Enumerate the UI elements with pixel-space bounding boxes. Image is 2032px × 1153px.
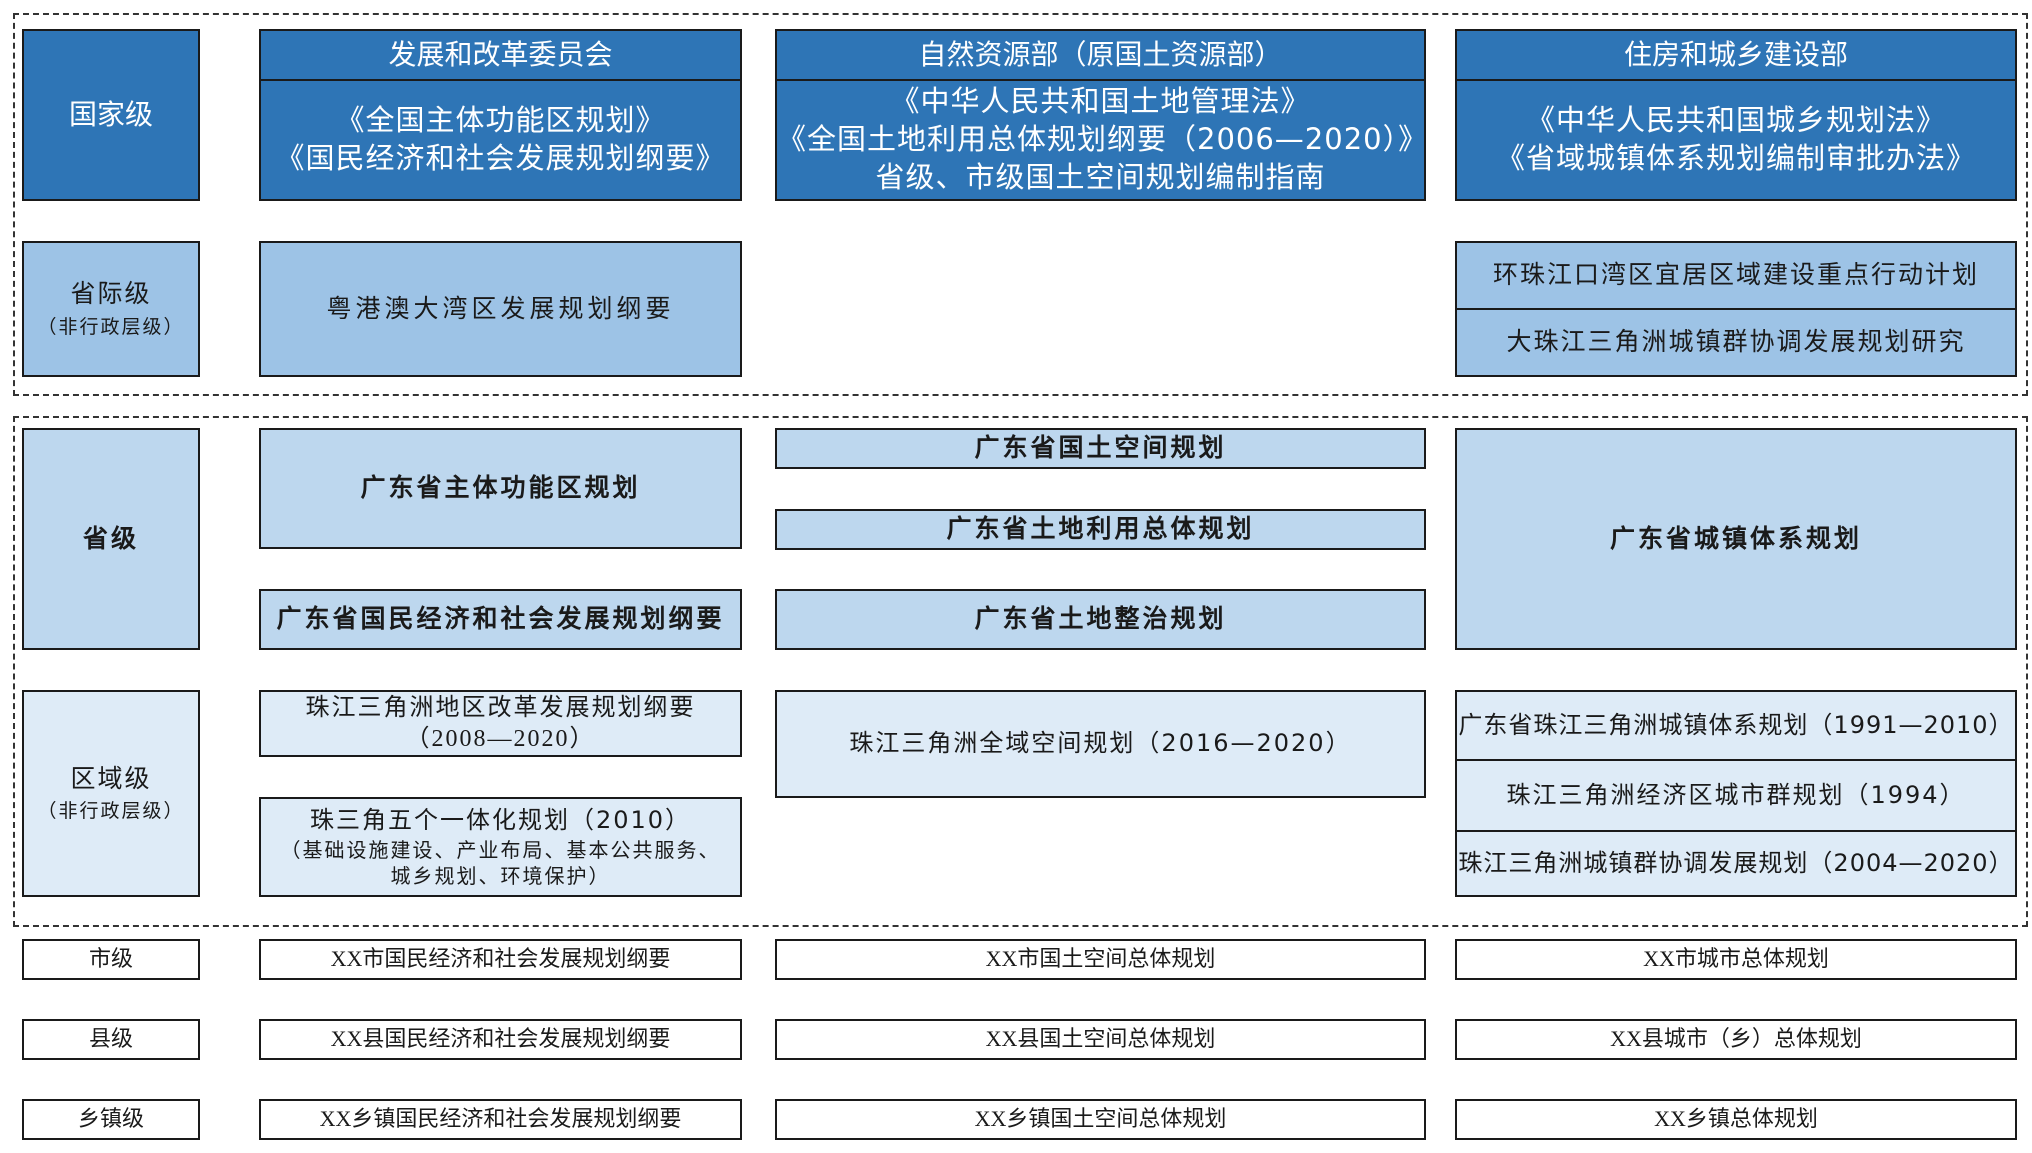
provincial-ndrc-label: 广东省主体功能区规划 <box>360 473 641 503</box>
regional-ndrc-2: 珠三角五个一体化规划（2010） （基础设施建设、产业布局、基本公共服务、 城乡… <box>259 797 742 897</box>
level-provincial-label: 省级 <box>82 523 139 553</box>
level-county-label: 县级 <box>88 1026 133 1052</box>
national-interprovincial-group <box>13 13 2028 396</box>
provincial-regional-group <box>13 416 2028 927</box>
dept-mnr-header: 自然资源部（原国土资源部） <box>777 31 1424 81</box>
level-regional-label: 区域级 <box>70 763 152 793</box>
regional-mnr: 珠江三角洲全域空间规划（2016—2020） <box>775 690 1426 798</box>
provincial-mnr-1: 广东省国土空间规划 <box>775 428 1426 469</box>
level-regional: 区域级 （非行政层级） <box>22 690 200 897</box>
provincial-mnr-3: 广东省土地整治规划 <box>775 589 1426 650</box>
level-city-label: 市级 <box>88 946 133 972</box>
national-mohurd: 住房和城乡建设部 《中华人民共和国城乡规划法》 《省域城镇体系规划编制审批办法》 <box>1455 29 2017 201</box>
city-ndrc: XX市国民经济和社会发展规划纲要 <box>259 939 742 980</box>
provincial-mnr-label: 广东省土地利用总体规划 <box>946 514 1255 544</box>
town-ndrc-label: XX乡镇国民经济和社会发展规划纲要 <box>319 1106 682 1132</box>
city-mohurd-label: XX市城市总体规划 <box>1643 946 1829 972</box>
town-ndrc: XX乡镇国民经济和社会发展规划纲要 <box>259 1099 742 1140</box>
regional-ndrc-label: 珠三角五个一体化规划（2010） <box>309 806 692 835</box>
town-mohurd: XX乡镇总体规划 <box>1455 1099 2017 1140</box>
national-mohurd-item: 《省域城镇体系规划编制审批办法》 <box>1495 141 1976 175</box>
provincial-ndrc-1: 广东省主体功能区规划 <box>259 428 742 549</box>
city-mnr-label: XX市国土空间总体规划 <box>985 946 1216 972</box>
provincial-ndrc-label: 广东省国民经济和社会发展规划纲要 <box>276 604 725 634</box>
regional-mohurd-item: 珠江三角洲经济区城市群规划（1994） <box>1457 761 2015 832</box>
level-provincial: 省级 <box>22 428 200 650</box>
city-mohurd: XX市城市总体规划 <box>1455 939 2017 980</box>
interprovincial-mohurd-item: 环珠江口湾区宜居区域建设重点行动计划 <box>1457 243 2015 310</box>
interprovincial-mohurd-item: 大珠江三角洲城镇群协调发展规划研究 <box>1457 310 2015 375</box>
city-ndrc-label: XX市国民经济和社会发展规划纲要 <box>330 946 671 972</box>
national-mnr-item: 《中华人民共和国土地管理法》 <box>890 84 1311 119</box>
county-ndrc-label: XX县国民经济和社会发展规划纲要 <box>330 1026 671 1052</box>
provincial-mnr-label: 广东省土地整治规划 <box>974 604 1227 634</box>
dept-mohurd-label: 住房和城乡建设部 <box>1623 37 1848 71</box>
dept-ndrc-label: 发展和改革委员会 <box>388 37 613 71</box>
regional-ndrc-label: （2008—2020） <box>405 725 596 752</box>
national-mnr: 自然资源部（原国土资源部） 《中华人民共和国土地管理法》 《全国土地利用总体规划… <box>775 29 1429 201</box>
national-ndrc-item: 《全国主体功能区规划》 <box>335 103 666 138</box>
dept-ndrc-header: 发展和改革委员会 <box>261 31 740 81</box>
town-mnr-label: XX乡镇国土空间总体规划 <box>974 1106 1227 1132</box>
level-interprovincial-label: 省际级 <box>70 279 152 309</box>
county-mnr-label: XX县国土空间总体规划 <box>985 1026 1216 1052</box>
interprovincial-mohurd-label: 环珠江口湾区宜居区域建设重点行动计划 <box>1492 260 1979 290</box>
regional-ndrc-label: 珠江三角洲地区改革发展规划纲要 <box>305 693 696 722</box>
level-town-label: 乡镇级 <box>77 1106 144 1132</box>
level-interprovincial-note: （非行政层级） <box>37 315 185 338</box>
level-regional-note: （非行政层级） <box>37 800 185 823</box>
dept-mohurd-header: 住房和城乡建设部 <box>1457 31 2015 81</box>
regional-mohurd-label: 珠江三角洲城镇群协调发展规划（2004—2020） <box>1458 848 2014 877</box>
provincial-ndrc-2: 广东省国民经济和社会发展规划纲要 <box>259 589 742 650</box>
regional-mnr-label: 珠江三角洲全域空间规划（2016—2020） <box>849 729 1352 758</box>
level-city: 市级 <box>22 939 200 980</box>
level-national-label: 国家级 <box>68 97 153 131</box>
dept-mnr-label: 自然资源部（原国土资源部） <box>918 37 1283 71</box>
level-county: 县级 <box>22 1019 200 1060</box>
regional-mohurd-item: 广东省珠江三角洲城镇体系规划（1991—2010） <box>1457 692 2015 761</box>
provincial-mohurd: 广东省城镇体系规划 <box>1455 428 2017 650</box>
regional-mohurd-item: 珠江三角洲城镇群协调发展规划（2004—2020） <box>1457 832 2015 895</box>
national-ndrc: 发展和改革委员会 《全国主体功能区规划》 《国民经济和社会发展规划纲要》 <box>259 29 742 201</box>
regional-mohurd-label: 珠江三角洲经济区城市群规划（1994） <box>1506 780 1966 809</box>
interprovincial-ndrc-label: 粤港澳大湾区发展规划纲要 <box>326 293 675 323</box>
national-mnr-item: 《全国土地利用总体规划纲要（2006—2020）》 <box>777 122 1429 157</box>
national-mohurd-item: 《中华人民共和国城乡规划法》 <box>1525 103 1946 138</box>
national-mnr-item: 省级、市级国土空间规划编制指南 <box>875 159 1326 194</box>
regional-ndrc-label: （基础设施建设、产业布局、基本公共服务、 <box>280 837 721 862</box>
regional-mohurd-label: 广东省珠江三角洲城镇体系规划（1991—2010） <box>1458 710 2014 739</box>
county-ndrc: XX县国民经济和社会发展规划纲要 <box>259 1019 742 1060</box>
regional-ndrc-1: 珠江三角洲地区改革发展规划纲要 （2008—2020） <box>259 690 742 757</box>
county-mohurd: XX县城市（乡）总体规划 <box>1455 1019 2017 1060</box>
regional-mohurd: 广东省珠江三角洲城镇体系规划（1991—2010） 珠江三角洲经济区城市群规划（… <box>1455 690 2017 897</box>
regional-ndrc-label: 城乡规划、环境保护） <box>390 863 611 888</box>
county-mnr: XX县国土空间总体规划 <box>775 1019 1426 1060</box>
town-mnr: XX乡镇国土空间总体规划 <box>775 1099 1426 1140</box>
county-mohurd-label: XX县城市（乡）总体规划 <box>1610 1026 1862 1052</box>
provincial-mnr-label: 广东省国土空间规划 <box>974 433 1227 463</box>
level-town: 乡镇级 <box>22 1099 200 1140</box>
national-ndrc-item: 《国民经济和社会发展规划纲要》 <box>275 141 726 175</box>
interprovincial-ndrc: 粤港澳大湾区发展规划纲要 <box>259 241 742 377</box>
town-mohurd-label: XX乡镇总体规划 <box>1654 1106 1818 1132</box>
provincial-mnr-2: 广东省土地利用总体规划 <box>775 509 1426 550</box>
interprovincial-mohurd-label: 大珠江三角洲城镇群协调发展规划研究 <box>1506 327 1966 357</box>
interprovincial-mohurd: 环珠江口湾区宜居区域建设重点行动计划 大珠江三角洲城镇群协调发展规划研究 <box>1455 241 2017 377</box>
level-national: 国家级 <box>22 29 200 201</box>
provincial-mohurd-label: 广东省城镇体系规划 <box>1609 523 1862 553</box>
city-mnr: XX市国土空间总体规划 <box>775 939 1426 980</box>
level-interprovincial: 省际级 （非行政层级） <box>22 241 200 377</box>
